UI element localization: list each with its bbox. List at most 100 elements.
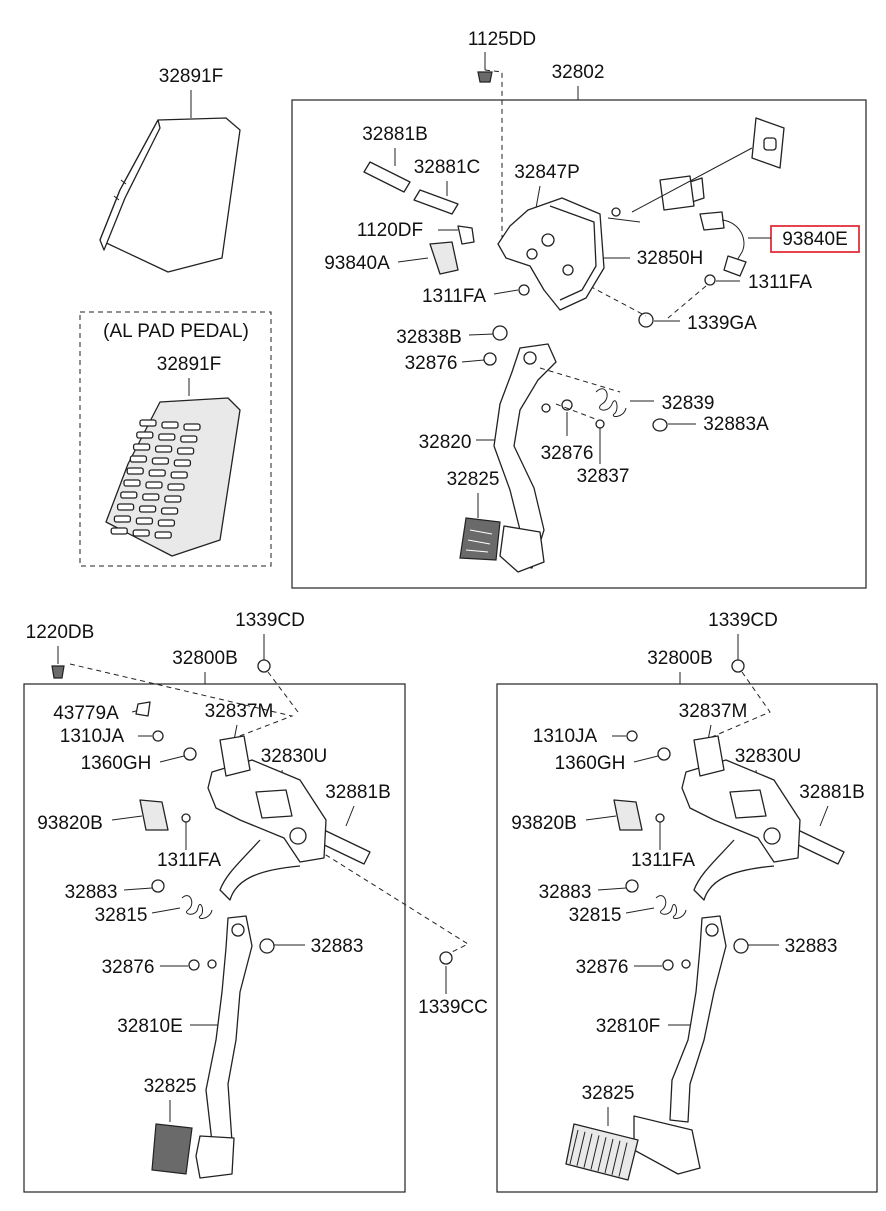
stopper-32876-a [483, 352, 497, 366]
pad-32891f-group: 32891F [99, 66, 241, 273]
label-32876-top-b: 32876 [541, 443, 594, 464]
label-32881b-left: 32881B [325, 782, 391, 803]
washer-32883a [652, 418, 668, 432]
pedal-foot-right [633, 1115, 701, 1175]
pedal-pad-rib [590, 1135, 600, 1170]
al-pad-slot [132, 443, 151, 451]
al-pad-slot [142, 493, 160, 501]
al-pad-slot [183, 423, 201, 431]
label-32876-right: 32876 [576, 957, 629, 978]
pin-32881b [363, 161, 411, 193]
label-32838b: 32838B [396, 327, 462, 348]
al-pad-slot [160, 507, 179, 515]
nut-1311fa-b [704, 274, 716, 286]
al-pad-slot [132, 529, 150, 537]
label-32800b-right: 32800B [647, 648, 713, 669]
label-1339cd-left: 1339CD [235, 610, 305, 631]
switch-93820b-left [139, 799, 169, 831]
spring-32839 [595, 388, 627, 417]
label-32883a: 32883A [703, 414, 769, 435]
label-32810f: 32810F [596, 1016, 660, 1037]
al-pad-pedal-group: (AL PAD PEDAL) 32891F [79, 311, 272, 567]
al-pad-slot [129, 455, 148, 463]
al-pad-slot [154, 445, 173, 453]
pedal-pad-32825-right [565, 1123, 639, 1181]
pedal-pad-rib [604, 1138, 614, 1174]
pedal-pad-32825 [459, 517, 501, 561]
label-32825-top: 32825 [447, 469, 500, 490]
al-pad-slot [151, 457, 170, 465]
label-32883-left-b: 32883 [311, 936, 364, 957]
label-93840e: 93840E [782, 229, 848, 250]
label-1220db: 1220DB [26, 622, 95, 643]
label-1311fa-top-a: 1311FA [422, 286, 486, 307]
label-32825-right: 32825 [582, 1083, 635, 1104]
nut-1311fa-a [518, 284, 530, 296]
label-93820b-right: 93820B [511, 813, 577, 834]
pedal-pad-rib [576, 1131, 586, 1166]
shaft [631, 147, 753, 213]
pedal-pad-rib [583, 1133, 593, 1168]
label-32881b-top: 32881B [362, 124, 428, 145]
assembly-32800b-left-frame [23, 683, 406, 1193]
nut-1339cd-right [731, 659, 745, 673]
assembly-32802-frame [291, 99, 867, 589]
al-pad-slot [116, 503, 135, 511]
assembly-32800b-right-frame [496, 683, 878, 1193]
label-32876-top-a: 32876 [405, 353, 458, 374]
pedal-pad-edge [99, 119, 161, 251]
label-93820b-left: 93820B [37, 813, 103, 834]
label-1125dd: 1125DD [468, 29, 536, 50]
pedal-pad-32825-left [151, 1123, 193, 1175]
label-43779a-left: 43779A [53, 703, 119, 724]
al-pad-slot [120, 491, 138, 499]
label-32810e: 32810E [117, 1016, 183, 1037]
label-32883-left-a: 32883 [65, 882, 118, 903]
pedal-pad-rib [618, 1142, 628, 1177]
bottom-right-group: 1339CD 32800B 32837M 1310JA 32830U 1360G… [496, 610, 878, 1193]
al-pad-slots [110, 419, 201, 539]
label-32883-right-a: 32883 [539, 882, 592, 903]
label-32881b-right: 32881B [799, 782, 865, 803]
al-pad-slot [157, 519, 176, 527]
label-1311fa-top-b: 1311FA [748, 272, 812, 293]
bolt-1120df [457, 225, 475, 245]
label-1310ja-left: 1310JA [60, 726, 125, 747]
label-32847p: 32847P [514, 162, 580, 183]
spring-32815-right [655, 895, 687, 919]
label-32850h: 32850H [637, 248, 704, 269]
pedal-pad-rib [611, 1140, 621, 1175]
pedal-arm-32810e [205, 915, 253, 1143]
pedal-arm-upper-left [219, 839, 301, 901]
label-32820: 32820 [419, 432, 472, 453]
al-pad-slot [154, 531, 172, 539]
label-93840a: 93840A [324, 253, 390, 274]
al-pad-slot [167, 483, 185, 491]
clip-32837m-left [219, 735, 251, 777]
al-pad-slot [158, 433, 176, 441]
label-1339cd-right: 1339CD [708, 610, 778, 631]
al-pad-slot [138, 505, 157, 513]
switch-bracket [659, 175, 695, 211]
label-1339ga: 1339GA [687, 313, 757, 334]
label-32837: 32837 [577, 466, 630, 487]
al-pad-slot [135, 517, 154, 525]
al-pad-slot [164, 495, 182, 503]
bottom-left-group: 1220DB 1339CD 32800B 43779A 32837M 1310J… [23, 610, 488, 1193]
al-pad-slot [123, 479, 141, 487]
pedal-pad-rib [597, 1137, 607, 1172]
clip-32837 [595, 419, 605, 429]
al-pad-slot [139, 419, 157, 427]
bolt-1220db [51, 665, 65, 679]
top-assembly-group: 1125DD 32802 32881B 32881C 32847P 1120DF… [291, 29, 867, 589]
nut-1339cd-left [257, 659, 271, 673]
switch-93840a [429, 241, 459, 275]
al-pad-title: (AL PAD PEDAL) [103, 321, 249, 342]
al-pad-box [79, 311, 272, 567]
switch-93820b-right [613, 799, 643, 831]
label-32830u-left: 32830U [261, 746, 328, 767]
al-pad-slot [126, 467, 144, 475]
clip-32837m-right [693, 735, 725, 777]
